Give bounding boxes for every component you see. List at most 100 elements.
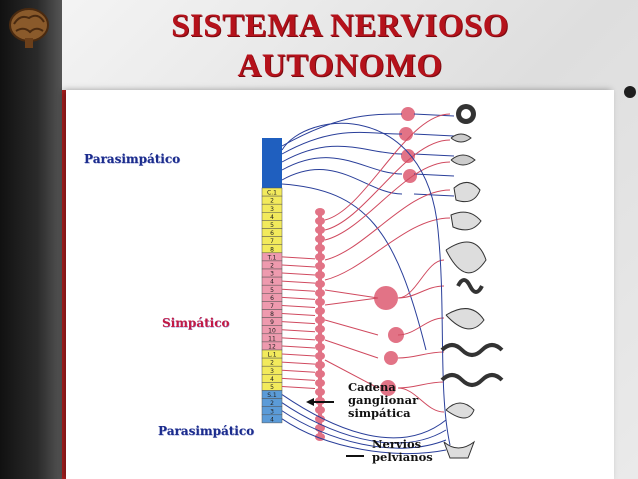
sympathetic-fiber	[397, 387, 445, 413]
pelvic-nerve	[281, 394, 447, 439]
parasympathetic-fiber	[413, 153, 455, 157]
bullet-icon	[624, 86, 636, 98]
parasympathetic-fiber	[281, 157, 403, 175]
pancreas-icon	[456, 278, 484, 294]
spinal-segment-label: C.1	[267, 190, 277, 197]
cranial-ganglion	[403, 169, 417, 183]
label-sympathetic-chain: Cadena ganglionar simpática	[348, 380, 419, 420]
spinal-segment-label: 8	[270, 311, 274, 318]
parasympathetic-fiber	[281, 131, 403, 155]
pelvic-nerve	[281, 402, 447, 444]
sympathetic-fiber	[324, 189, 451, 261]
spinal-segment-label: 4	[270, 376, 274, 383]
sympathetic-fiber	[397, 259, 445, 299]
chain-ganglion	[315, 271, 325, 279]
parasympathetic-fiber	[413, 113, 455, 117]
chain-ganglion	[315, 262, 325, 270]
title-line-1: SISTEMA NERVIOSO	[171, 8, 509, 44]
reproductive-organ-icon	[443, 440, 476, 459]
chain-ganglion	[315, 388, 325, 396]
parasympathetic-fiber	[281, 113, 403, 147]
sympathetic-fiber	[397, 317, 445, 336]
sympathetic-fiber	[281, 377, 316, 381]
heart-icon	[453, 182, 481, 203]
chain-ganglion	[315, 217, 325, 225]
cranial-ganglion	[401, 107, 415, 121]
spinal-segment-label: 3	[270, 271, 274, 278]
sympathetic-fiber	[281, 385, 316, 389]
spinal-segment-label: L.1	[267, 352, 276, 359]
sympathetic-fiber	[281, 321, 316, 325]
stomach-icon	[445, 241, 487, 274]
sympathetic-fiber	[397, 285, 445, 299]
sympathetic-fiber	[324, 113, 451, 221]
spinal-segment-label: 7	[270, 238, 274, 245]
label-pelvic-nerves: Nervios pelvianos	[372, 437, 433, 464]
prevertebral-ganglion	[384, 351, 398, 365]
diagram-panel	[66, 90, 614, 479]
spinal-segment-sacral	[261, 414, 283, 424]
label-parasympathetic-top: Parasimpático	[84, 152, 181, 166]
chain-ganglion	[315, 325, 325, 333]
chain-ganglion	[315, 253, 325, 261]
parasympathetic-fiber	[413, 193, 455, 197]
parasympathetic-fiber	[281, 145, 403, 163]
slide-title: SISTEMA NERVIOSO AUTONOMO	[150, 6, 530, 86]
chain-ganglion	[315, 334, 325, 342]
sympathetic-fiber	[397, 351, 445, 359]
sympathetic-fiber	[324, 289, 379, 299]
spinal-segment-label: 8	[270, 246, 274, 253]
spinal-segment-label: 2	[270, 360, 274, 367]
sympathetic-fiber	[281, 272, 316, 276]
sympathetic-fiber	[281, 353, 316, 357]
target-organs	[440, 104, 504, 459]
chain-ganglion	[315, 361, 325, 369]
chain-ganglion	[315, 316, 325, 324]
chain-ganglion	[315, 415, 325, 423]
sympathetic-fiber	[281, 361, 316, 365]
sympathetic-fiber	[324, 139, 451, 231]
pelvic-nerve	[281, 418, 447, 455]
spinal-segment-label: 7	[270, 303, 274, 310]
sympathetic-fiber	[397, 381, 445, 389]
chain-ganglion	[315, 280, 325, 288]
sympathetic-fiber	[281, 369, 316, 373]
gland-icon	[450, 154, 476, 166]
brainstem	[262, 138, 282, 188]
sympathetic-fiber	[324, 217, 451, 281]
spinal-segment-label: 11	[268, 335, 276, 342]
spinal-segment-label: 9	[270, 319, 274, 326]
title-line-2: AUTONOMO	[237, 48, 443, 84]
chain-ganglion	[315, 307, 325, 315]
prevertebral-ganglion	[374, 286, 398, 310]
spinal-segment-label: 3	[270, 408, 274, 415]
sympathetic-fiber	[324, 297, 379, 306]
chain-ganglion	[315, 406, 325, 414]
spinal-segment-label: T.1	[267, 254, 277, 261]
sympathetic-fiber	[281, 337, 316, 341]
sympathetic-fiber	[281, 345, 316, 349]
spinal-segment-label: 3	[270, 368, 274, 375]
spinal-segment-label: 5	[270, 384, 274, 391]
gland-icon	[450, 133, 472, 143]
chain-ganglion	[315, 379, 325, 387]
intestine-icon	[440, 373, 504, 387]
parasympathetic-fiber	[413, 173, 455, 177]
panel-edge	[62, 90, 66, 479]
prevertebral-ganglion	[388, 327, 404, 343]
spinal-segment-label: 3	[270, 206, 274, 213]
label-sympathetic: Simpático	[162, 316, 230, 330]
spinal-segment-label: 6	[270, 230, 274, 237]
spinal-segment-label: 4	[270, 214, 274, 221]
sympathetic-fiber	[281, 288, 316, 292]
spinal-segment-label: 4	[270, 416, 274, 423]
sympathetic-fiber	[281, 280, 316, 284]
intestine-icon	[440, 343, 504, 357]
spinal-segment-label: S.1	[267, 392, 277, 399]
sympathetic-fiber	[281, 313, 316, 317]
prevertebral-ganglion	[380, 380, 396, 396]
chain-ganglion	[315, 352, 325, 360]
sympathetic-fiber	[324, 319, 379, 336]
